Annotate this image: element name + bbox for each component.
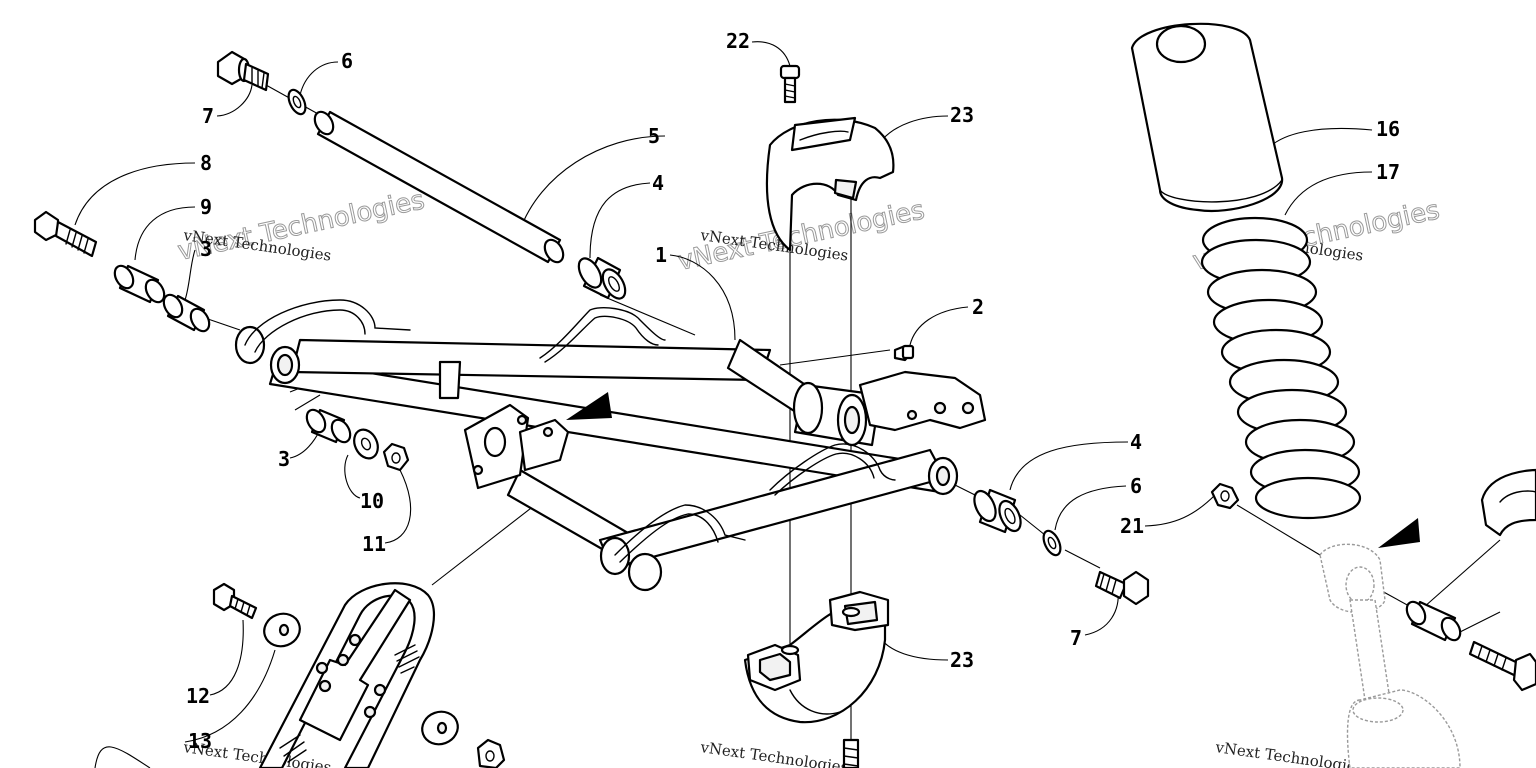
bolt-part-12	[212, 582, 258, 620]
callout-5: 5	[648, 124, 660, 148]
bumper-cap-upper	[765, 116, 895, 252]
callout-12: 12	[186, 684, 210, 708]
spacer-right-partial	[1405, 600, 1462, 642]
washer-lower	[421, 710, 459, 746]
bolt-stub	[842, 738, 860, 768]
bushing-3-lower	[305, 408, 352, 444]
callout-3: 3	[200, 237, 212, 261]
spring-part-17	[1200, 216, 1362, 520]
orientation-arrow	[1378, 518, 1420, 548]
callout-23: 23	[950, 648, 974, 672]
callout-labels: 22 23 5 4 1 2 4 6 7 23 16 17 21 6 7 8 9 …	[186, 29, 1400, 753]
callout-16: 16	[1376, 117, 1400, 141]
callout-22: 22	[726, 29, 750, 53]
a-arm-frame-part-1	[234, 299, 987, 592]
u-strap-bracket	[258, 582, 436, 768]
watermark-text: vNext Technologies	[698, 738, 849, 768]
bushing-3-upper	[162, 293, 211, 333]
washer-part-13	[263, 612, 301, 648]
watermark-text: vNext Technologies	[1213, 738, 1364, 768]
bushing-4-right	[973, 488, 1022, 534]
callout-1: 1	[655, 243, 667, 267]
grease-fitting-part-2	[893, 344, 915, 362]
callout-7: 7	[1070, 626, 1082, 650]
nut-lower	[476, 738, 506, 768]
callout-7: 7	[202, 104, 214, 128]
nut-part-11	[382, 442, 410, 472]
shock-absorber-faint	[1319, 543, 1461, 768]
callout-13: 13	[188, 729, 212, 753]
callout-6: 6	[341, 49, 353, 73]
callout-11: 11	[362, 532, 386, 556]
callout-10: 10	[360, 489, 384, 513]
callout-4: 4	[652, 171, 664, 195]
callout-4: 4	[1130, 430, 1142, 454]
shaft-part-5	[313, 110, 565, 264]
bumper-cap-lower	[743, 590, 890, 724]
callout-21: 21	[1120, 514, 1144, 538]
lock-washer-6-upper	[287, 88, 307, 116]
callout-3: 3	[278, 447, 290, 471]
callout-6: 6	[1130, 474, 1142, 498]
spacer-part-9	[113, 264, 166, 304]
bolt-right-partial	[1468, 640, 1536, 692]
orientation-arrow	[566, 392, 612, 420]
screw-part-22	[779, 64, 801, 104]
long-bolt-part-8	[33, 210, 98, 258]
flange-bolt-7-right	[1094, 570, 1150, 606]
bushing-4-top	[577, 256, 627, 300]
callout-17: 17	[1376, 160, 1400, 184]
callout-2: 2	[972, 295, 984, 319]
washer-part-10	[353, 428, 379, 460]
callout-8: 8	[200, 151, 212, 175]
nut-part-21	[1210, 482, 1240, 510]
callout-23: 23	[950, 103, 974, 127]
lock-washer-6-right	[1042, 529, 1062, 557]
callout-9: 9	[200, 195, 212, 219]
clip-ring-partial	[1480, 468, 1536, 537]
flange-bolt-7-upper	[216, 50, 270, 92]
shock-boot-part-16	[1130, 22, 1284, 212]
